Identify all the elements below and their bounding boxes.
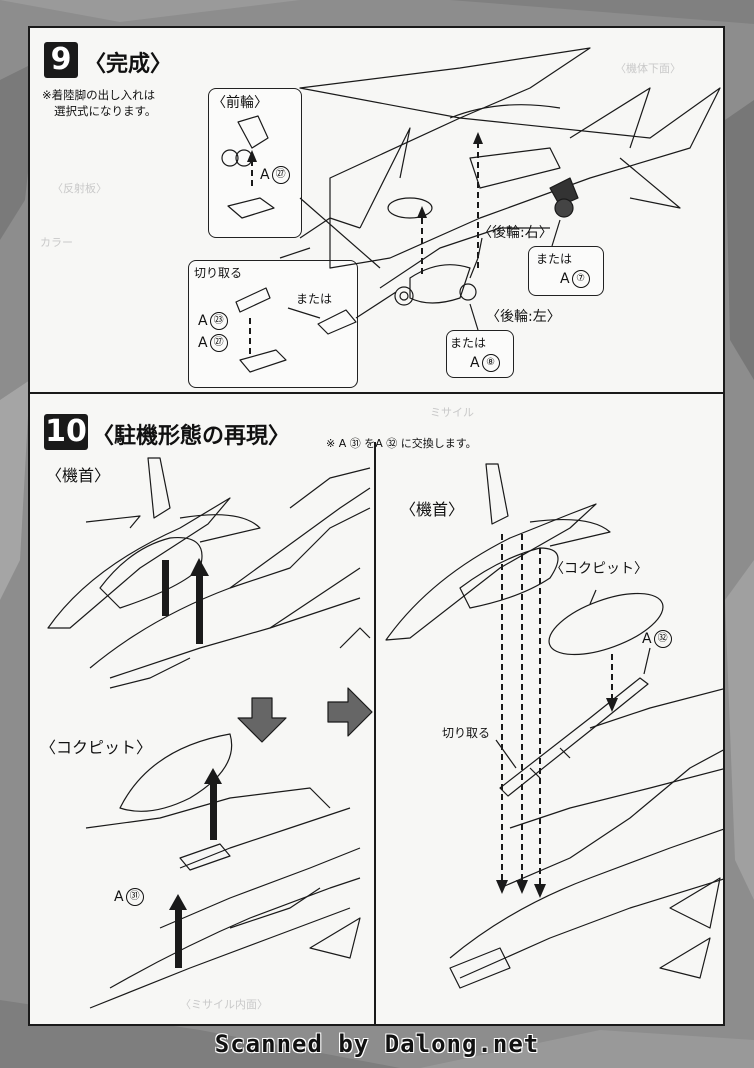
assembly-arrow [210,782,217,840]
assembly-arrow [169,894,187,910]
part-a32-sprue [499,677,649,797]
step-9-note-line2: 選択式になります。 [54,104,157,118]
callout-pointer [469,303,479,331]
part-a32-number: ㉜ [653,630,672,648]
aircraft-nose-right-illustration [385,463,611,641]
assembly-arrow [162,560,169,616]
part-a27b-number: ㉗ [209,334,228,352]
part-a27-number: ㉗ [271,166,290,184]
section-divider [30,392,723,394]
step-9-note-line1: ※着陸脚の出し入れは [42,88,156,102]
cut-label-step10: 切り取る [442,726,491,740]
aircraft-cockpit-left-illustration [85,733,361,1009]
part-a31-number: ㉛ [125,888,144,906]
front-wheel-part [221,115,275,219]
front-wheel-callout [208,88,302,238]
guide-arrowhead [417,206,427,218]
aircraft-step9-illustration [279,47,721,306]
cut-part [235,287,357,373]
step-9-title: 〈完成〉 [84,52,173,77]
guide-arrowhead [516,880,528,894]
assembly-arrow [175,908,182,968]
assembly-illustrations [47,47,723,1009]
option-a7-callout [528,246,604,296]
callout-pointer [299,197,381,269]
down-arrow-icon [237,697,287,743]
column-divider [374,442,376,1024]
option-a8-callout [446,330,514,378]
step-10-number: 10 [44,414,88,450]
ghost-text: 〈ミサイル内面〉 [180,998,268,1011]
cockpit-canopy-part [548,592,664,656]
rear-left-label: 〈後輪:左〉 [486,309,561,325]
scan-credit: Scanned by Dalong.net [214,1030,540,1058]
guide-arrowhead [473,132,483,144]
assembly-arrow [190,558,209,576]
assembly-arrow [196,574,203,644]
part-a23-number: ㉓ [209,312,228,330]
callout-pointer [355,291,397,319]
or-a8-text: または [450,336,487,350]
ghost-text: 〈反射板〉 [52,182,107,195]
nose-right-label: 〈機首〉 [400,500,465,519]
guide-arrowhead [606,698,618,712]
cut-label: 切り取る [194,266,243,280]
aircraft-body-right-illustration [449,688,723,989]
step-10-note: ※ A ㉛ をA ㉜ に交換します。 [326,437,477,450]
callout-pointer [551,219,561,247]
part-a8-number: ⑧ [481,354,500,372]
aircraft-nose-left-illustration [47,457,371,689]
or-label: または [296,292,333,306]
right-arrow-icon [327,687,373,737]
or-a7-text: または [536,252,573,266]
step-10-title: 〈駐機形態の再現〉 [92,424,291,449]
instruction-sheet: 〈機体下面〉 〈反射板〉 カラー ミサイル 〈ミサイル内面〉 9 〈完成〉 ※着… [28,26,725,1026]
guide-arrowhead [496,880,508,894]
callout-pointer [643,647,651,675]
nose-left-label: 〈機首〉 [46,466,111,485]
callout-pointer [589,589,597,605]
ghost-text: カラー [40,236,73,249]
callout-pointer [495,739,517,769]
cockpit-left-label: 〈コクピット〉 [40,738,153,757]
part-a7-number: ⑦ [571,270,590,288]
guide-arrowhead [534,884,546,898]
ghost-text: ミサイル [430,406,474,419]
step-9-number: 9 [44,42,78,78]
front-wheel-label: 〈前輪〉 [212,95,268,111]
cockpit-right-label: 〈コクピット〉 [550,561,648,577]
assembly-arrow [204,768,222,784]
ghost-text: 〈機体下面〉 [615,62,681,75]
